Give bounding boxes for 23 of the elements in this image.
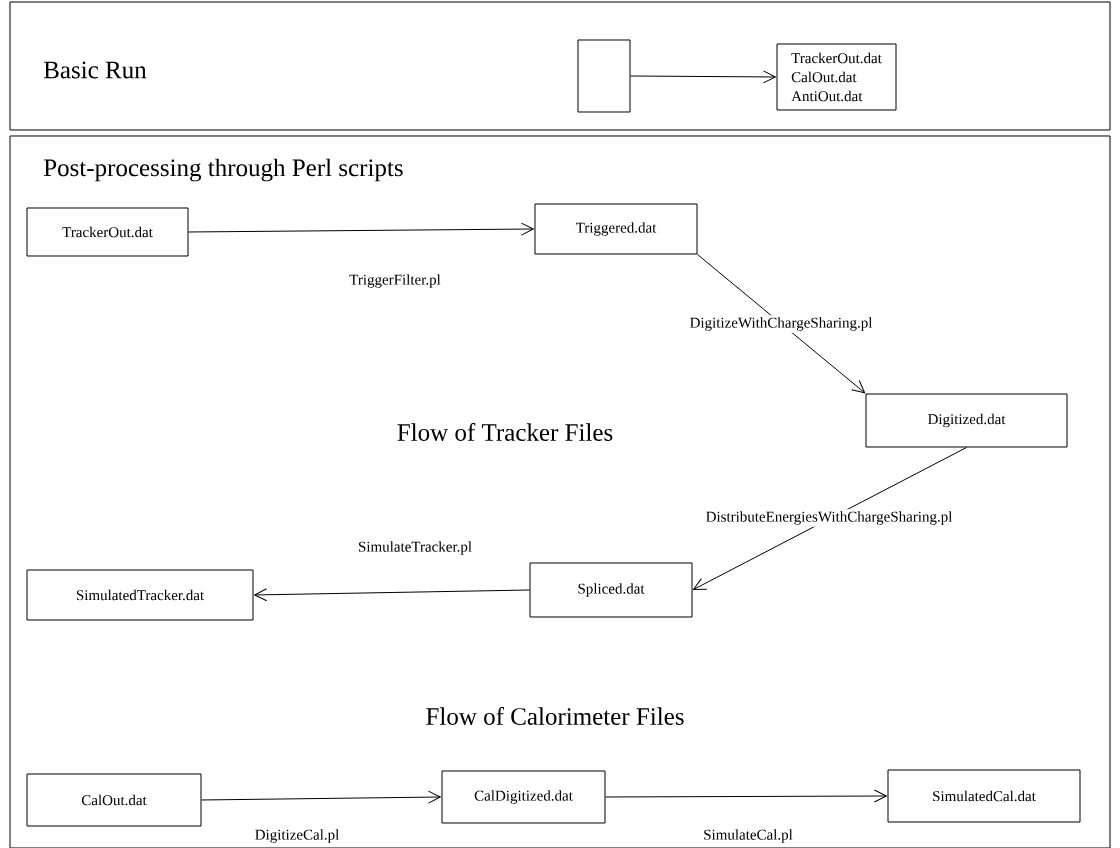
file-list-box: TrackerOut.dat CalOut.dat AntiOut.dat <box>776 43 897 111</box>
edge-label: TriggerFilter.pl <box>347 272 443 290</box>
file-box: TrackerOut.dat <box>26 207 189 257</box>
edge-label: DigitizeWithChargeSharing.pl <box>687 315 875 333</box>
arrow <box>188 222 534 236</box>
edge-label: SimulateTracker.pl <box>356 539 474 557</box>
arrow <box>201 790 441 804</box>
edge-label: DistributeEnergiesWithChargeSharing.pl <box>703 509 955 527</box>
file-box: CalOut.dat <box>26 773 202 827</box>
file-box: SimulatedCal.dat <box>887 769 1081 823</box>
file-box: Triggered.dat <box>534 203 698 255</box>
arrow <box>254 588 530 602</box>
file-box: Digitized.dat <box>865 393 1068 448</box>
edge-label: SimulateCal.pl <box>701 827 795 845</box>
edge-label: DigitizeCal.pl <box>252 827 342 845</box>
arrow <box>630 70 776 84</box>
arrow <box>605 789 887 803</box>
file-box: SimulatedTracker.dat <box>26 569 254 621</box>
file-box: Spliced.dat <box>529 562 693 618</box>
arrow <box>697 254 866 394</box>
process-box <box>577 39 631 113</box>
file-box: CalDigitized.dat <box>441 770 606 824</box>
arrow <box>693 447 967 590</box>
